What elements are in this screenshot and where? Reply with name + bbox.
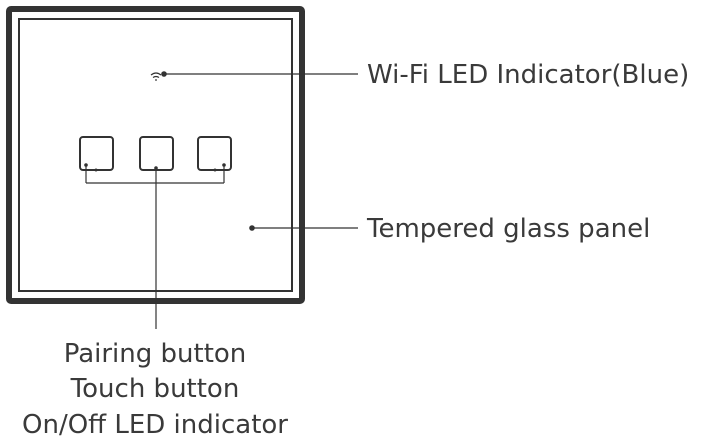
buttons-leader xyxy=(85,165,225,329)
wifi-led-label: Wi-Fi LED Indicator(Blue) xyxy=(367,60,689,90)
glass-panel-leader xyxy=(249,225,358,231)
pairing-button-label: Pairing button xyxy=(64,339,247,369)
glass-panel-label: Tempered glass panel xyxy=(366,214,650,244)
touch-button-right xyxy=(197,136,232,171)
onoff-led-label: On/Off LED indicator xyxy=(22,410,288,440)
touch-button-label: Touch button xyxy=(70,374,240,404)
touch-buttons xyxy=(79,136,232,171)
wifi-led-leader xyxy=(161,71,358,77)
touch-button-middle xyxy=(139,136,174,171)
wifi-icon xyxy=(150,72,162,81)
